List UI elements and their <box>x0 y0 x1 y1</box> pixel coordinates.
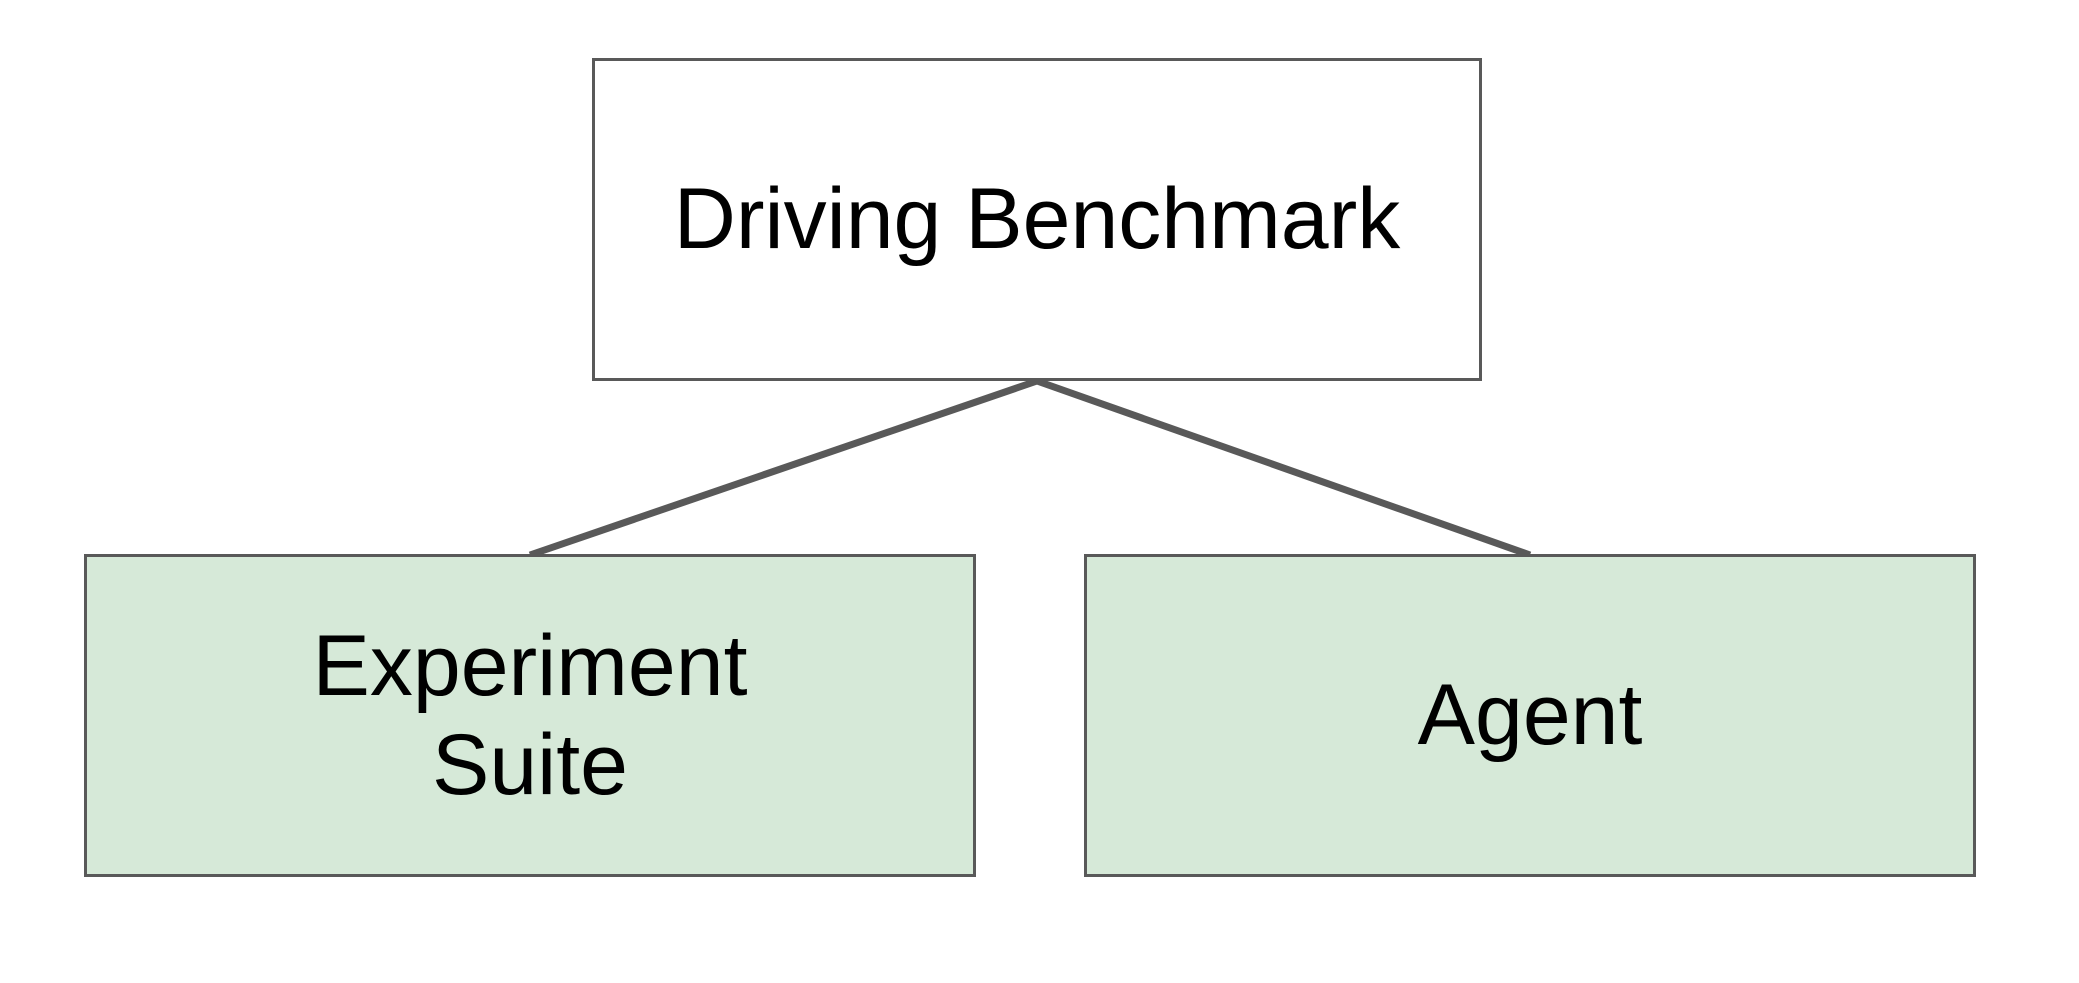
node-experiment-suite-label: Experiment Suite <box>312 617 748 813</box>
connector-root-to-experiment-suite <box>528 377 1039 559</box>
node-agent-label: Agent <box>1417 667 1643 764</box>
node-experiment-suite: Experiment Suite <box>84 554 976 877</box>
node-agent: Agent <box>1084 554 1976 877</box>
connector-root-to-agent <box>1035 377 1532 559</box>
node-driving-benchmark: Driving Benchmark <box>592 58 1482 381</box>
node-driving-benchmark-label: Driving Benchmark <box>673 171 1401 268</box>
